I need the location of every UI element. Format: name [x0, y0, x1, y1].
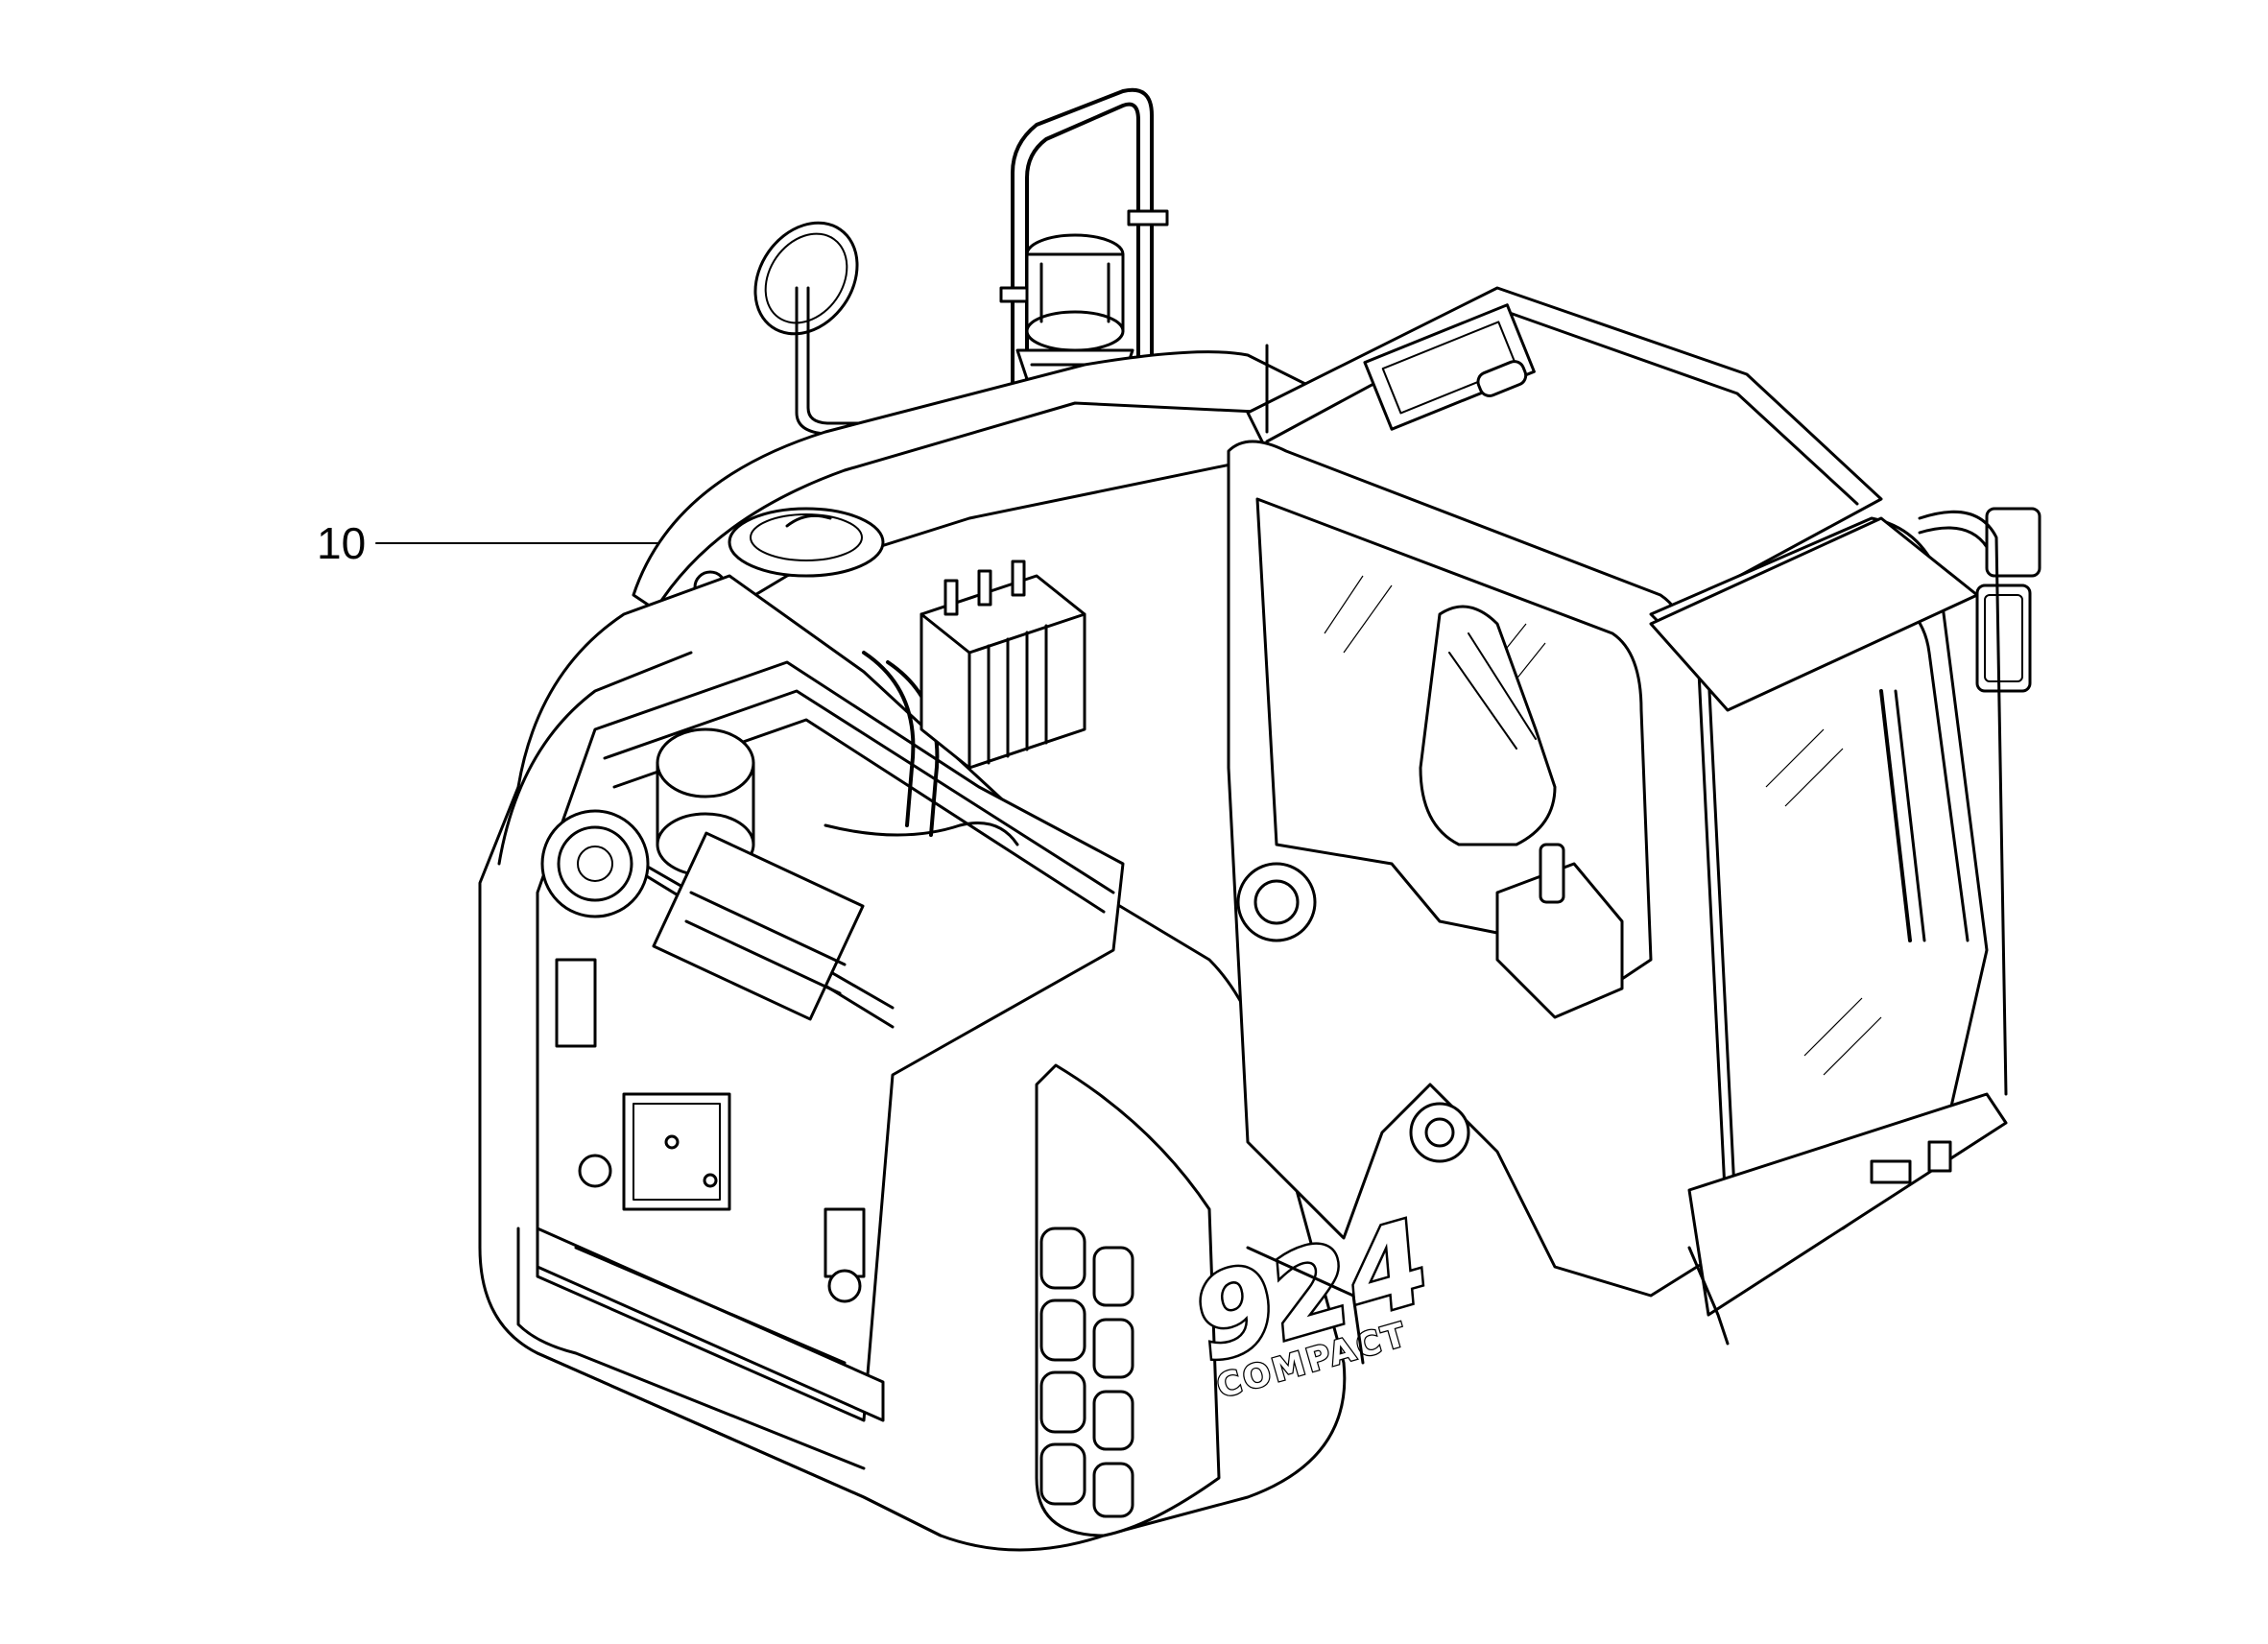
- beacon-lamp: [1015, 233, 1134, 381]
- callout-label: 10: [317, 518, 366, 568]
- rear-hood-grille: [1035, 1063, 1221, 1537]
- control-valve-block: [919, 560, 1086, 770]
- operator-cab: [1227, 286, 2041, 1317]
- base-outline: [536, 1246, 1730, 1537]
- engine-compartment: [536, 651, 1125, 1422]
- left-mirror: [753, 221, 889, 457]
